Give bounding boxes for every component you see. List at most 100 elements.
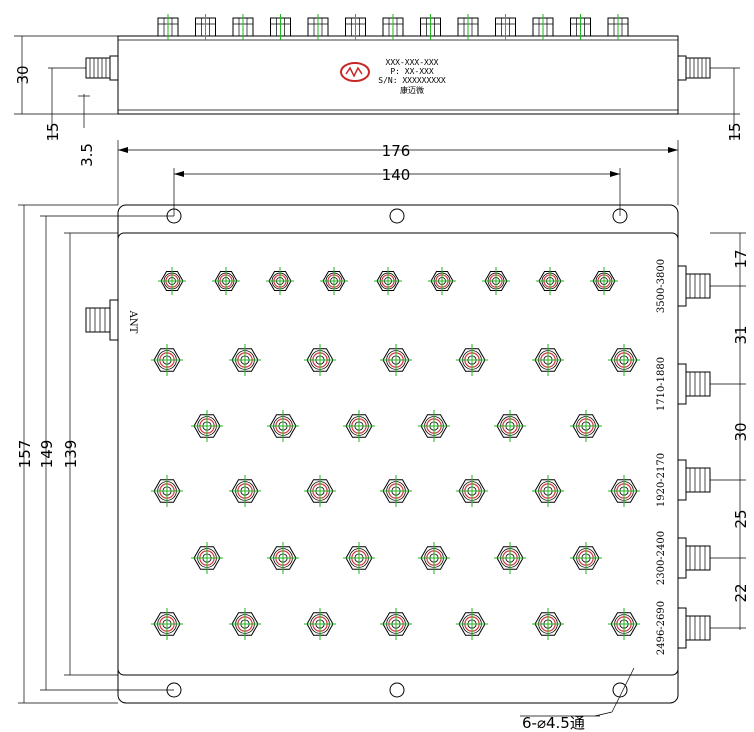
side-screw: [457, 14, 479, 40]
dim-inner-height: 139: [62, 232, 118, 676]
band-port: 2300-2400: [656, 531, 711, 585]
dim-side-left-text: 15: [44, 122, 62, 141]
label-part: P: XX-XXX: [390, 67, 434, 76]
dim-side-right-text: 15: [726, 122, 744, 141]
side-screw: [607, 14, 629, 40]
dim-overall-height: 157: [16, 204, 118, 704]
tuning-screw: [343, 542, 375, 574]
dim-side-left: 15: [44, 67, 86, 142]
dim-port-gap-top: 17: [732, 249, 750, 268]
dim-overall-width-text: 176: [382, 142, 411, 160]
tuning-screw: [229, 475, 261, 507]
tuning-screw: [418, 410, 450, 442]
tuning-screw: [374, 267, 402, 295]
band-label: 3500-3800: [656, 259, 667, 313]
tuning-screw: [456, 344, 488, 376]
tuning-screw: [532, 608, 564, 640]
dim-port-spacing: 17 31 30 25 22: [710, 232, 750, 630]
mounting-hole: [612, 682, 628, 698]
side-screw: [420, 14, 441, 40]
side-screw: [570, 14, 591, 40]
side-screw: [232, 14, 254, 40]
tuning-screw: [267, 410, 299, 442]
top-view: ANT 3500-3800 1710-1880 1920-2170 2300-2400…: [16, 140, 750, 732]
tuning-screw: [151, 608, 183, 640]
side-screw: [382, 14, 404, 40]
dim-side-height: 30: [14, 35, 118, 115]
dim-side-offset: 3.5: [78, 94, 96, 167]
tuning-screw: [494, 410, 526, 442]
brand-logo: [340, 62, 370, 82]
label-brand: 康迈微: [400, 85, 424, 95]
tuning-screw: [304, 475, 336, 507]
side-screw: [195, 14, 216, 40]
holes-callout: 6-⌀4.5通: [520, 667, 635, 732]
tuning-screw: [570, 542, 602, 574]
dim-port-gap-1: 31: [732, 325, 750, 344]
tuning-screws: [151, 267, 640, 640]
tuning-screw: [151, 344, 183, 376]
side-tuning-screws: [157, 14, 629, 40]
dim-cover-height: 149: [38, 215, 174, 691]
tuning-screw: [212, 267, 240, 295]
tuning-screw: [191, 542, 223, 574]
dim-overall-height-text: 157: [16, 440, 34, 469]
dim-overall-width: 176: [117, 140, 679, 205]
tuning-screw: [590, 267, 618, 295]
side-screw: [532, 14, 554, 40]
tuning-screw: [158, 267, 186, 295]
mounting-hole: [389, 208, 405, 224]
label-model: XXX-XXX-XXX: [386, 58, 439, 67]
dim-port-gap-2: 30: [732, 422, 750, 441]
band-label: 2496-2690: [656, 601, 667, 655]
tuning-screw: [380, 344, 412, 376]
dim-hole-spacing-text: 140: [382, 166, 411, 184]
dim-side-right: 15: [678, 67, 744, 142]
tuning-screw: [267, 542, 299, 574]
dim-cover-height-text: 149: [38, 440, 56, 469]
side-screw: [345, 14, 366, 40]
tuning-screw: [608, 344, 640, 376]
band-port: 1710-1880: [656, 357, 711, 411]
ant-label: ANT: [127, 310, 138, 334]
holes-note: 6-⌀4.5通: [522, 714, 585, 732]
side-screw: [495, 14, 516, 40]
ant-connector: ANT: [85, 299, 138, 341]
tuning-screw: [536, 267, 564, 295]
band-label: 2300-2400: [656, 531, 667, 585]
tuning-screw: [494, 542, 526, 574]
tuning-screw: [608, 475, 640, 507]
tuning-screw: [229, 608, 261, 640]
dim-port-gap-4: 22: [732, 583, 750, 602]
tuning-screw: [456, 475, 488, 507]
tuning-screw: [380, 608, 412, 640]
band-port: 2496-2690: [656, 601, 711, 655]
tuning-screw: [151, 475, 183, 507]
side-screw: [157, 14, 179, 40]
side-view: XXX-XXX-XXX P: XX-XXX S/N: XXXXXXXXX 康迈微…: [14, 14, 744, 167]
dim-inner-height-text: 139: [62, 440, 80, 469]
tuning-screw: [380, 475, 412, 507]
dim-side-height-text: 30: [14, 65, 32, 84]
dim-hole-spacing: 140: [173, 166, 621, 216]
tuning-screw: [343, 410, 375, 442]
tuning-screw: [456, 608, 488, 640]
tuning-screw: [482, 267, 510, 295]
tuning-screw: [418, 542, 450, 574]
tuning-screw: [304, 344, 336, 376]
cover-plate: [117, 232, 679, 676]
tuning-screw: [532, 475, 564, 507]
band-port: 3500-3800: [656, 259, 711, 313]
tuning-screw: [304, 608, 336, 640]
mounting-hole: [389, 682, 405, 698]
dim-side-offset-text: 3.5: [78, 143, 96, 167]
band-label: 1920-2170: [656, 453, 667, 507]
tuning-screw: [191, 410, 223, 442]
tuning-screw: [608, 608, 640, 640]
side-left-connector: [85, 55, 119, 81]
tuning-screw: [428, 267, 456, 295]
tuning-screw: [320, 267, 348, 295]
tuning-screw: [266, 267, 294, 295]
label-serial: S/N: XXXXXXXXX: [378, 76, 446, 85]
